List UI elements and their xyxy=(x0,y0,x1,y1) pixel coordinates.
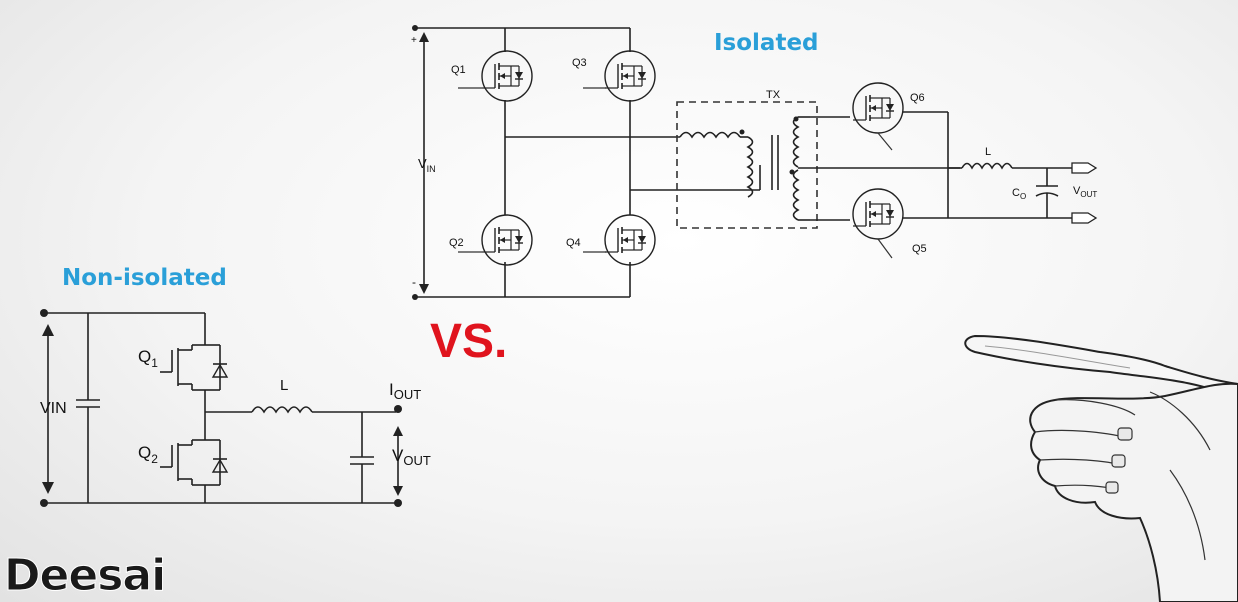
mosfet-q3-symbol xyxy=(604,50,656,102)
isolated-inductor-label: L xyxy=(985,146,991,158)
non-isolated-heading: Non-isolated xyxy=(62,265,227,291)
pointing-hand-icon xyxy=(964,334,1238,602)
isolated-heading: Isolated xyxy=(714,30,819,56)
non-isolated-q1-label: Q1 xyxy=(138,347,158,370)
q4-label: Q4 xyxy=(566,237,581,249)
non-isolated-inductor-label: L xyxy=(280,377,288,394)
non-isolated-vin-label: VIN xyxy=(40,400,67,417)
q6-label: Q6 xyxy=(910,92,925,104)
vin-minus-label: - xyxy=(412,275,416,289)
deesai-logo: Deesai xyxy=(4,550,165,601)
non-isolated-vout-label: VOUT xyxy=(392,446,431,468)
iout-label: IOUT xyxy=(389,380,421,402)
vin-plus-label: + xyxy=(411,35,417,46)
transformer-label: TX xyxy=(766,89,781,101)
transformer-box xyxy=(676,101,818,229)
output-cap-label: CO xyxy=(1012,187,1026,201)
mosfet-q6-symbol xyxy=(852,82,904,134)
mosfet-q5-symbol xyxy=(852,188,904,240)
versus-label: VS. xyxy=(430,315,507,368)
mosfet-q2-symbol xyxy=(160,439,229,486)
q2-label: Q2 xyxy=(449,237,464,249)
mosfet-q4-symbol xyxy=(604,214,656,266)
q3-label: Q3 xyxy=(572,57,587,69)
q5-label: Q5 xyxy=(912,243,927,255)
isolated-vin-label: VIN xyxy=(418,156,436,174)
isolated-circuit xyxy=(412,25,1098,300)
mosfet-q1-symbol xyxy=(481,50,533,102)
non-isolated-circuit xyxy=(40,309,403,507)
non-isolated-q2-label: Q2 xyxy=(138,443,158,466)
mosfet-q1-symbol xyxy=(160,344,229,391)
isolated-vout-label: VOUT xyxy=(1073,185,1097,199)
mosfet-q2-symbol xyxy=(481,214,533,266)
q1-label: Q1 xyxy=(451,64,466,76)
